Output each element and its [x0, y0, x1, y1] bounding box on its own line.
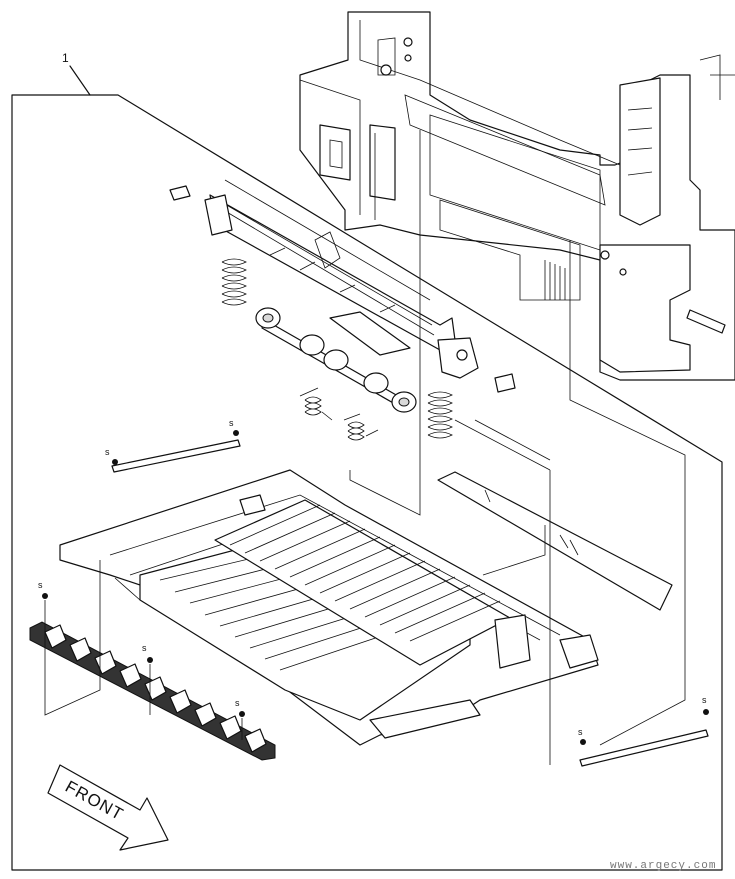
leader-lines [44, 130, 686, 765]
screw-label: s [105, 447, 110, 457]
screw-label: s [38, 580, 43, 590]
watermark: www.argecy.com [610, 860, 716, 872]
clear-plate [437, 471, 673, 611]
guide-rack: s s s [29, 580, 276, 761]
spring-left [221, 258, 247, 306]
screw-label: s [702, 695, 707, 705]
callout-number: 1 [62, 51, 69, 65]
printer-frame [299, 11, 735, 381]
duplex-tray [59, 469, 599, 746]
rod-lower-right: s s [578, 695, 709, 767]
rod-upper-left: s s [105, 418, 241, 473]
screw-label: s [229, 418, 234, 428]
top-guide-assembly [169, 179, 516, 393]
roller-shaft [255, 307, 417, 413]
spring-right [427, 391, 453, 439]
front-arrow: FRONT [47, 764, 169, 851]
screw-label: s [578, 727, 583, 737]
screw-label: s [235, 698, 240, 708]
torsion-spring-2 [343, 413, 379, 441]
screw-label: s [142, 643, 147, 653]
callout-box: 1 [11, 51, 723, 871]
torsion-spring-1 [299, 387, 333, 421]
